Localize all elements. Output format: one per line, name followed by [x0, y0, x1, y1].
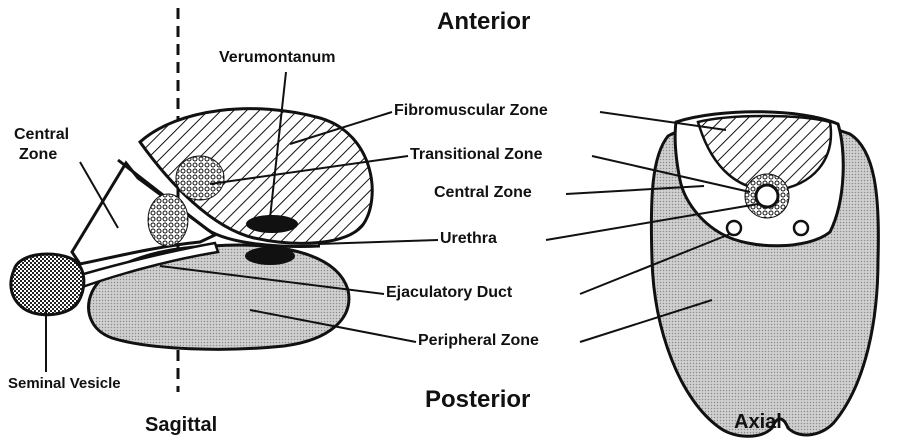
axial-urethra: [756, 185, 778, 207]
axial-ejaculatory-duct-right: [794, 221, 808, 235]
axial-view: [651, 112, 878, 437]
sagittal-seminal-vesicle: [11, 254, 84, 315]
ejaculatory-duct-label: Ejaculatory Duct: [386, 285, 512, 301]
posterior-label: Posterior: [425, 388, 530, 412]
central-zone-left-label-line1: Central: [14, 127, 69, 143]
sagittal-peripheral-zone: [89, 245, 349, 349]
transitional-zone-label: Transitional Zone: [410, 147, 542, 163]
peripheral-zone-label: Peripheral Zone: [418, 333, 539, 349]
axial-ejaculatory-duct-left: [727, 221, 741, 235]
central-zone-label: Central Zone: [434, 185, 532, 201]
urethra-label: Urethra: [440, 231, 497, 247]
axial-view-label: Axial: [734, 412, 782, 432]
sagittal-verumontanum-lower: [245, 247, 295, 265]
verumontanum-label: Verumontanum: [219, 50, 335, 66]
fibromuscular-zone-label: Fibromuscular Zone: [394, 103, 548, 119]
anterior-label: Anterior: [437, 10, 530, 34]
sagittal-view-label: Sagittal: [145, 415, 217, 435]
sagittal-verumontanum-upper: [246, 215, 298, 233]
sagittal-transitional-zone-lower: [148, 194, 188, 246]
central-zone-left-label-line2: Zone: [19, 147, 57, 163]
sagittal-transitional-zone-upper: [176, 156, 224, 200]
seminal-vesicle-label: Seminal Vesicle: [8, 376, 121, 391]
